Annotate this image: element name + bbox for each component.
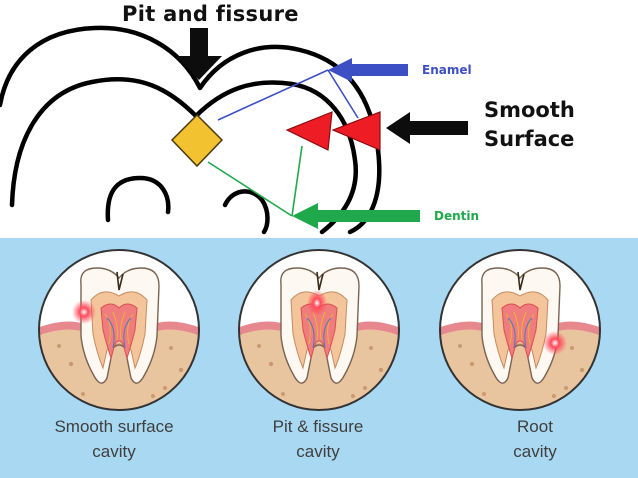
caption-line1: Root [517,417,553,436]
dentin-arrow-icon [207,145,420,229]
tooth-outline [0,25,382,235]
pit-fissure-cavity-icon [238,249,400,411]
smooth-surface-marker-2 [331,111,381,151]
caption-line1: Smooth surface [54,417,174,436]
smooth-surface-cavity-icon [38,249,200,411]
dentin-label: Dentin [434,209,480,223]
caption-line2: cavity [296,442,340,461]
enamel-arrow-icon [217,58,408,121]
smooth-surface-marker-1 [285,111,333,151]
caption-line1: Pit & fissure [272,417,364,436]
smooth-surface-label: Smooth Surface [484,96,604,154]
caption-line2: cavity [513,442,557,461]
smooth-surface-label-line1: Smooth [484,98,575,122]
root-cavity-icon [439,249,601,411]
caption-root-cavity: Root cavity [445,414,625,464]
caption-smooth-surface-cavity: Smooth surface cavity [24,414,204,464]
enamel-label: Enamel [422,63,472,77]
pit-arrow-icon [176,28,222,80]
caption-line2: cavity [92,442,136,461]
caption-pit-fissure-cavity: Pit & fissure cavity [228,414,408,464]
smooth-surface-label-line2: Surface [484,127,575,151]
pit-diamond-marker [170,113,224,168]
smooth-surface-arrow-icon [386,112,468,144]
pit-and-fissure-label: Pit and fissure [122,2,299,26]
